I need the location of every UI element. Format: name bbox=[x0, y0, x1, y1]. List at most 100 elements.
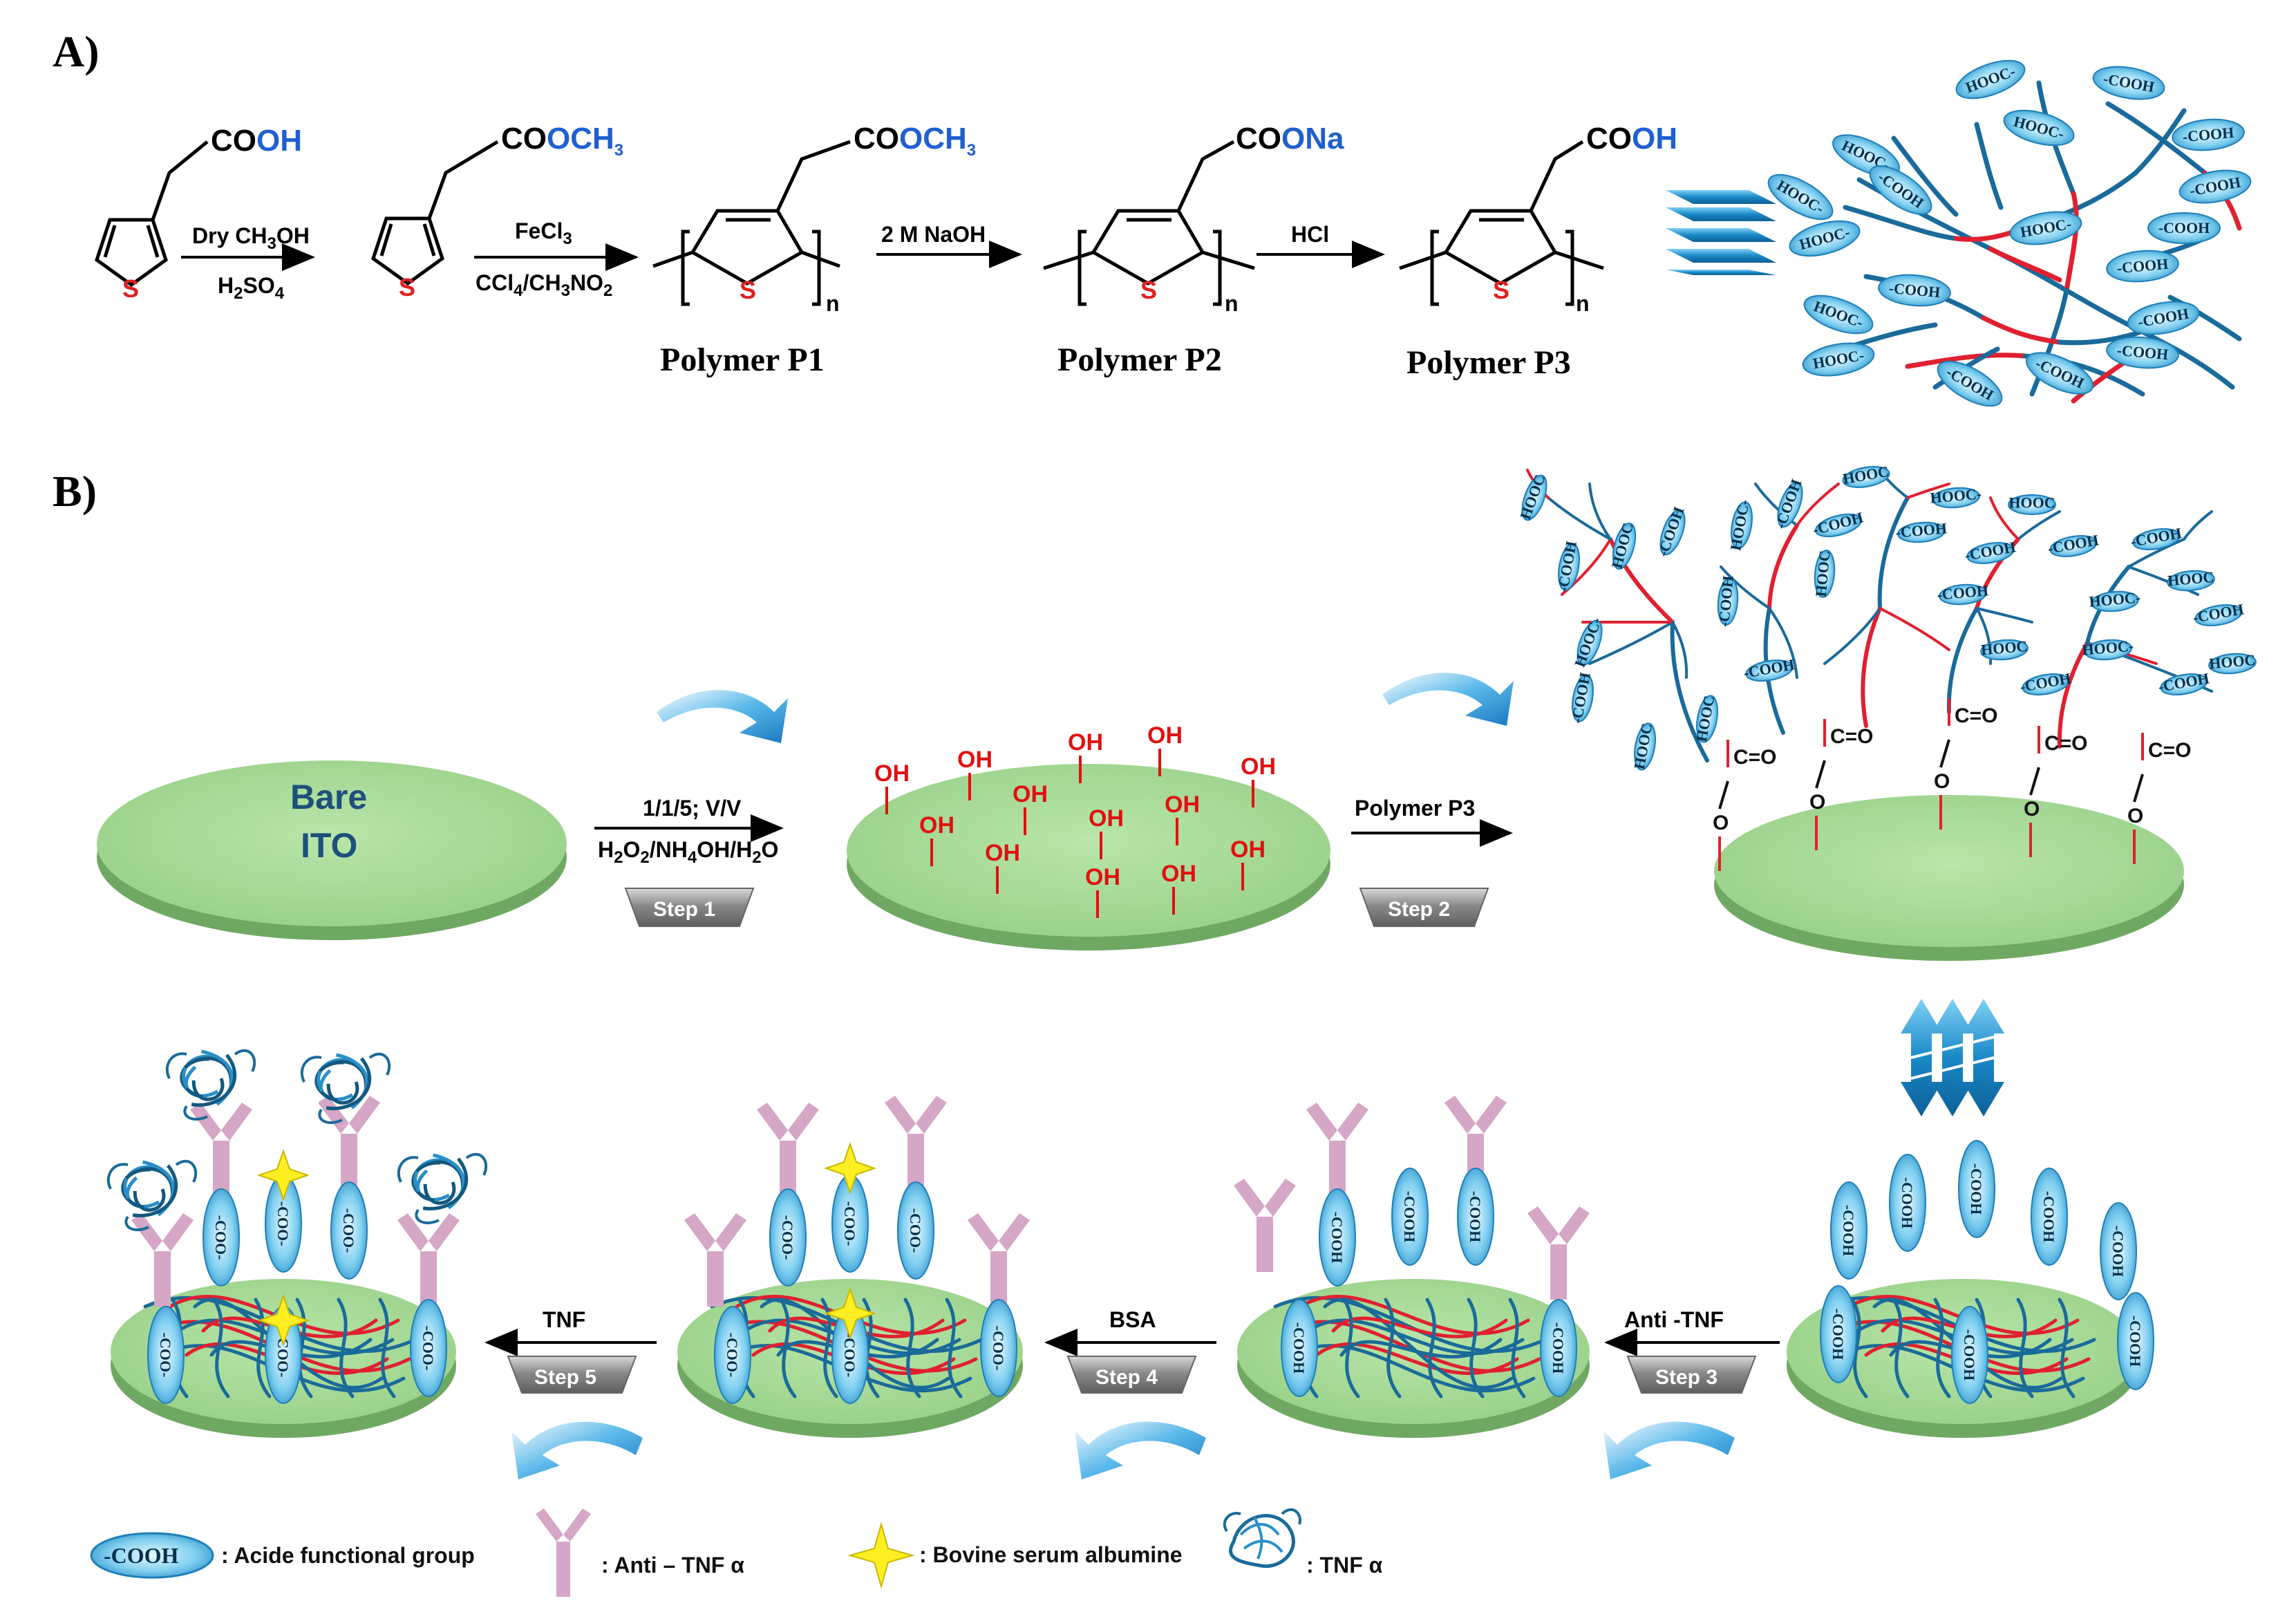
tree-acid-group: -COOH bbox=[2129, 524, 2183, 550]
surface-acid-oval: -COO- bbox=[410, 1299, 447, 1397]
svg-text:Step 2: Step 2 bbox=[1388, 898, 1450, 921]
svg-text:-COOH: -COOH bbox=[1829, 1309, 1847, 1360]
svg-text:HCl: HCl bbox=[1291, 222, 1329, 247]
surface-acid-oval: -COO- bbox=[831, 1175, 869, 1273]
hydroxyl-group: OH bbox=[1068, 729, 1103, 783]
tree-acid-group: HOOC bbox=[2008, 494, 2056, 515]
bsa-star bbox=[256, 1293, 310, 1347]
tree-acid-group: HOOC bbox=[1630, 722, 1656, 771]
svg-text:-COOH: -COOH bbox=[1328, 1212, 1346, 1264]
svg-text:Step 3: Step 3 bbox=[1655, 1366, 1718, 1389]
svg-text:Step 1: Step 1 bbox=[653, 898, 715, 921]
svg-text:OH: OH bbox=[1013, 781, 1048, 807]
svg-text:n: n bbox=[826, 291, 840, 316]
network-acid-group: HOOC- bbox=[2003, 109, 2075, 147]
bsa-star bbox=[823, 1286, 877, 1340]
tnf-protein bbox=[397, 1152, 488, 1224]
svg-text:n: n bbox=[1225, 291, 1239, 316]
svg-text:OH: OH bbox=[1241, 754, 1276, 780]
svg-text:n: n bbox=[1576, 291, 1590, 316]
svg-text:HOOC: HOOC bbox=[1812, 550, 1834, 597]
curved-arrow-4 bbox=[1075, 1421, 1206, 1479]
ester-linkage: C=OO bbox=[1934, 698, 1998, 830]
ester-linkages: C=OOC=OOC=OOC=OOC=OO bbox=[1713, 698, 2192, 871]
svg-text:2 M NaOH: 2 M NaOH bbox=[881, 222, 986, 247]
network-acid-group: HOOC- bbox=[1789, 220, 1861, 257]
legend-tnf-text: : TNF α bbox=[1306, 1553, 1383, 1578]
step-4-arrow: BSA bbox=[1044, 1307, 1216, 1356]
svg-text:H2O2/NH4OH/H2O: H2O2/NH4OH/H2O bbox=[598, 837, 778, 867]
hydroxyl-group: OH bbox=[1147, 722, 1183, 776]
curved-arrow-5 bbox=[511, 1421, 643, 1479]
polymer-p2-structure: COONa S n bbox=[1043, 122, 1344, 316]
ester-linkage: C=OO bbox=[2024, 726, 2088, 857]
tree-acid-group: HOOC bbox=[2167, 568, 2215, 592]
reaction-arrow-3: 2 M NaOH bbox=[876, 222, 1022, 268]
surface-acid-oval: -COOH bbox=[1391, 1168, 1429, 1266]
hydroxyl-group: OH bbox=[1161, 861, 1196, 915]
sulfur-atom: S bbox=[122, 274, 139, 303]
svg-text:OH: OH bbox=[957, 747, 992, 773]
surface-acid-oval: -COOH bbox=[2100, 1202, 2137, 1300]
surface-acid-oval: -COOH bbox=[1830, 1181, 1867, 1280]
network-acid-group: -COOH bbox=[2179, 169, 2252, 204]
surface-acid-oval: -COOH bbox=[1540, 1299, 1577, 1397]
svg-text:FeCl3: FeCl3 bbox=[515, 218, 572, 248]
legend-antibody-text: : Anti – TNF α bbox=[601, 1553, 744, 1578]
surface-acid-oval: -COOH bbox=[1958, 1140, 1995, 1238]
hydroxyl-group: OH bbox=[1230, 836, 1265, 890]
tree-acid-group: HOOC bbox=[1980, 637, 2029, 661]
svg-text:S: S bbox=[399, 273, 415, 301]
panel-label-b: B) bbox=[53, 467, 97, 516]
tree-acid-group: -COOH bbox=[2157, 669, 2210, 695]
polymer-p3-structure: COOH S n bbox=[1399, 122, 1677, 316]
svg-text:-COO-: -COO- bbox=[779, 1215, 796, 1260]
hydroxylated-ito-substrate bbox=[847, 764, 1330, 951]
anti-tnf-antibody bbox=[757, 1103, 819, 1196]
surface-acid-oval: -COOH bbox=[1281, 1299, 1318, 1397]
legend-antibody-symbol bbox=[536, 1508, 591, 1597]
svg-text:-COO-: -COO- bbox=[841, 1201, 858, 1246]
anti-tnf-antibody bbox=[190, 1103, 252, 1196]
tree-acid-group: -COOH bbox=[1715, 575, 1739, 628]
svg-text:O: O bbox=[2127, 805, 2143, 827]
svg-text:C=O: C=O bbox=[2148, 739, 2192, 762]
surface-acid-groups: -COOH -COOH -COOH -COOH -COOH -COOH -COOH -COOH… bbox=[147, 1140, 2154, 1404]
polymer-p3-label: Polymer P3 bbox=[1406, 344, 1571, 381]
panel-label-a: A) bbox=[53, 27, 100, 76]
anti-tnf-antibody bbox=[885, 1096, 947, 1189]
svg-text:COOH: COOH bbox=[1586, 122, 1677, 156]
anti-tnf-antibody bbox=[968, 1213, 1030, 1307]
svg-text:HOOC: HOOC bbox=[1630, 722, 1655, 771]
tree-acid-group: HOOC- bbox=[1726, 498, 1753, 552]
svg-text:-COO-: -COO- bbox=[212, 1215, 229, 1260]
tree-acid-group: HOOC bbox=[1841, 462, 1890, 488]
step-3-badge: Step 3 bbox=[1626, 1356, 1757, 1394]
anti-tnf-antibody bbox=[1306, 1103, 1368, 1196]
surface-acid-oval: -COO- bbox=[330, 1181, 368, 1280]
step-3-arrow: Anti -TNF bbox=[1604, 1307, 1780, 1356]
svg-text:-COOH: -COOH bbox=[1401, 1191, 1418, 1243]
svg-text:-COOH: -COOH bbox=[1290, 1322, 1308, 1374]
svg-text:HOOC: HOOC bbox=[1980, 637, 2028, 659]
curved-arrow-3 bbox=[1603, 1421, 1735, 1479]
polymer-brush-trees: HOOC-COOHHOOC--COOHHOOC-COOHHOOC-COOHHOO… bbox=[1516, 462, 2257, 771]
network-acid-group: -COOH bbox=[2127, 301, 2200, 335]
svg-text:-COO-: -COO- bbox=[274, 1201, 292, 1246]
hydroxyl-group: OH bbox=[985, 840, 1020, 894]
svg-text:OH: OH bbox=[1165, 792, 1200, 818]
svg-text:HOOC: HOOC bbox=[2208, 651, 2256, 673]
svg-text:-COOH: -COOH bbox=[1550, 1322, 1567, 1374]
svg-text:OH: OH bbox=[1068, 729, 1103, 756]
svg-text:COOCH3: COOCH3 bbox=[501, 122, 623, 160]
legend-acid-symbol bbox=[90, 1532, 214, 1579]
network-acid-groups: HOOC-HOOC-HOOC--COOH-COOHHOOC--COOH-COOH… bbox=[1767, 59, 2252, 407]
network-acid-group: HOOC- bbox=[1803, 294, 1874, 335]
tree-acid-group: HOOC- bbox=[1571, 615, 1605, 670]
svg-text:C=O: C=O bbox=[1830, 725, 1874, 748]
tree-acid-group: -COOH bbox=[2046, 531, 2100, 557]
network-acid-group: -COOH bbox=[2172, 118, 2245, 151]
svg-text:O: O bbox=[1809, 791, 1825, 814]
